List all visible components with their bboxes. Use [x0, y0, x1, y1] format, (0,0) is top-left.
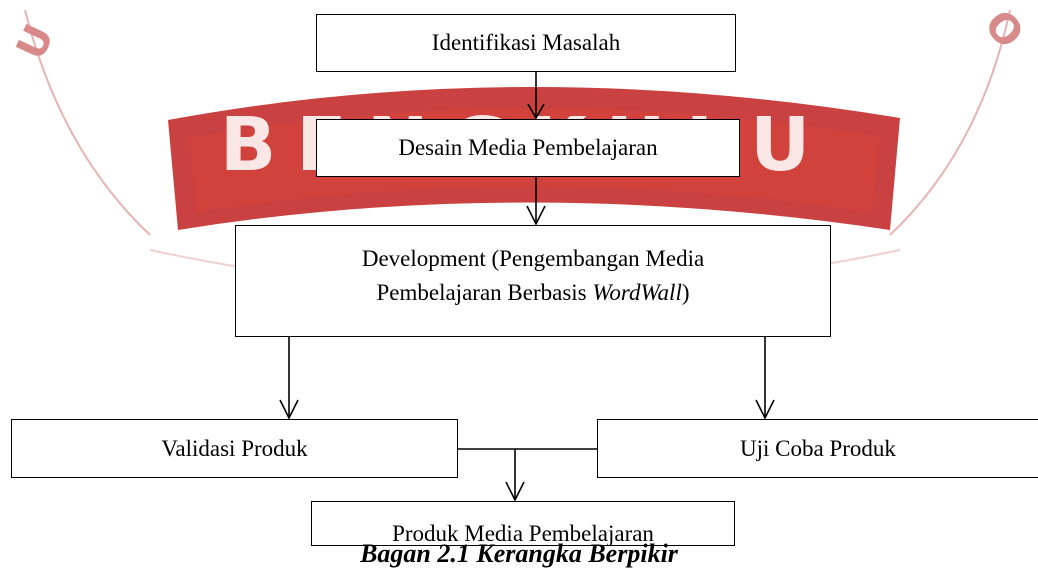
- node-label-line2: Pembelajaran Berbasis WordWall): [362, 276, 704, 310]
- node-identifikasi-masalah: Identifikasi Masalah: [316, 14, 736, 72]
- node-uji-coba-produk: Uji Coba Produk: [597, 419, 1038, 478]
- node-label-wordwall: WordWall: [592, 280, 682, 305]
- node-label-suffix: ): [681, 280, 690, 305]
- node-label-prefix: Pembelajaran Berbasis: [376, 280, 593, 305]
- node-label: Desain Media Pembelajaran: [398, 135, 658, 160]
- arrowhead-development-ujicoba: [755, 399, 775, 420]
- node-produk-media: Produk Media Pembelajaran: [311, 501, 735, 546]
- seal-ring-left: [24, 9, 151, 236]
- arrowhead-identifikasi-desain: [527, 103, 545, 120]
- arrowhead-merge-produk: [505, 481, 525, 502]
- node-validasi-produk: Validasi Produk: [11, 419, 458, 478]
- node-label: Produk Media Pembelajaran: [392, 521, 654, 546]
- node-label: Identifikasi Masalah: [431, 30, 621, 55]
- node-development: Development (Pengembangan Media Pembelaj…: [235, 225, 831, 337]
- node-label: Development (Pengembangan Media Pembelaj…: [362, 242, 704, 310]
- node-label: Uji Coba Produk: [740, 435, 896, 461]
- arrowhead-development-validasi: [279, 399, 299, 420]
- figure-caption: Bagan 2.1 Kerangka Berpikir: [360, 539, 678, 568]
- arrowhead-desain-development: [526, 205, 546, 226]
- node-label-line1: Development (Pengembangan Media: [361, 246, 705, 271]
- seal-ring-right: [889, 9, 1011, 236]
- node-label: Validasi Produk: [161, 435, 308, 461]
- node-desain-media: Desain Media Pembelajaran: [316, 119, 740, 177]
